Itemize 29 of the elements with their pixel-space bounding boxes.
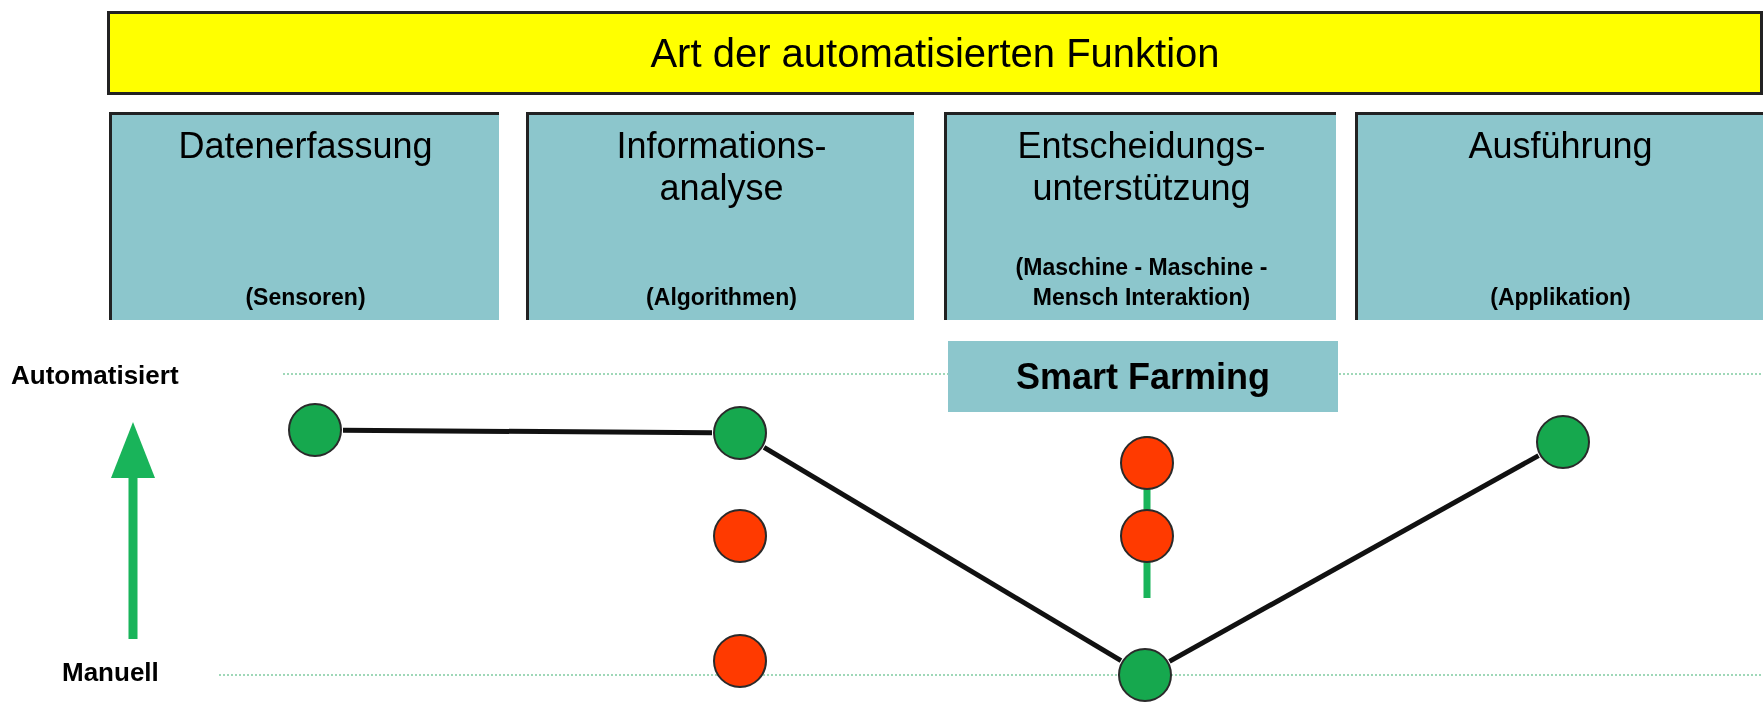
level-marker (1120, 436, 1174, 490)
level-marker (713, 509, 767, 563)
function-column (109, 112, 499, 320)
column-heading: Datenerfassung (177, 125, 434, 167)
function-column (526, 112, 914, 320)
column-note: (Maschine - Maschine - Mensch Interaktion) (1014, 253, 1269, 312)
level-marker (713, 406, 767, 460)
column-heading: Ausführung (1467, 125, 1654, 167)
level-marker (1118, 648, 1172, 702)
tag-box (948, 341, 1338, 412)
band-title: Art der automatisierten Funktion (650, 30, 1220, 76)
level-marker (288, 403, 342, 457)
axis-label: Automatisiert (11, 360, 179, 391)
level-marker (1120, 509, 1174, 563)
column-note: (Algorithmen) (645, 283, 798, 312)
connector-line (343, 427, 712, 436)
connector-line (762, 445, 1123, 663)
axis-label: Manuell (62, 657, 159, 688)
function-column (944, 112, 1336, 320)
column-note: (Applikation) (1489, 283, 1632, 312)
header-band (107, 11, 1763, 95)
column-heading: Entscheidungs- unterstützung (1016, 125, 1267, 209)
function-column (1355, 112, 1763, 320)
column-note: (Sensoren) (244, 283, 367, 312)
connector-line (1168, 453, 1540, 664)
level-marker (713, 634, 767, 688)
level-marker (1536, 415, 1590, 469)
column-heading: Informations- analyse (615, 125, 828, 209)
tag-text: Smart Farming (1015, 355, 1271, 398)
